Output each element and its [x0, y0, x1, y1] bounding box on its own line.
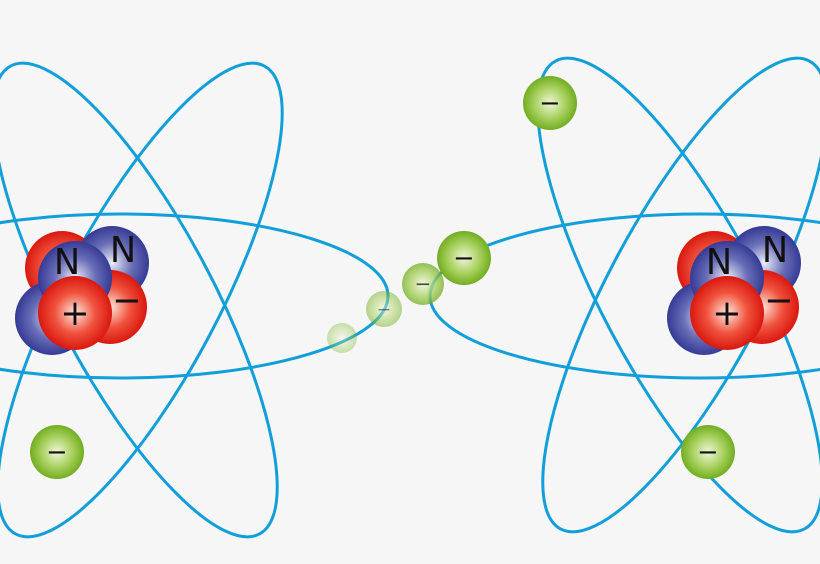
electron-trail-label: − — [377, 300, 391, 320]
proton — [690, 276, 764, 350]
proton-label: + — [712, 293, 741, 334]
electron-label: − — [539, 89, 560, 119]
neutron-label: N — [762, 230, 788, 271]
neutron-label: N — [110, 230, 136, 271]
electron-label: − — [46, 438, 67, 468]
electron-trail — [402, 263, 444, 305]
proton — [38, 276, 112, 350]
electron-label: − — [453, 244, 474, 274]
proton-label: − — [112, 280, 141, 321]
electron-label: − — [697, 438, 718, 468]
electron-trail-label: − — [415, 272, 432, 296]
electron — [437, 231, 491, 285]
electron — [523, 76, 577, 130]
electron-trail — [366, 291, 402, 327]
neutron-label: N — [706, 242, 732, 283]
electron-trail — [327, 323, 357, 353]
electron — [681, 425, 735, 479]
electron — [30, 425, 84, 479]
neutron-label: N — [54, 242, 80, 283]
proton-label: + — [60, 293, 89, 334]
proton-label: − — [764, 280, 793, 321]
